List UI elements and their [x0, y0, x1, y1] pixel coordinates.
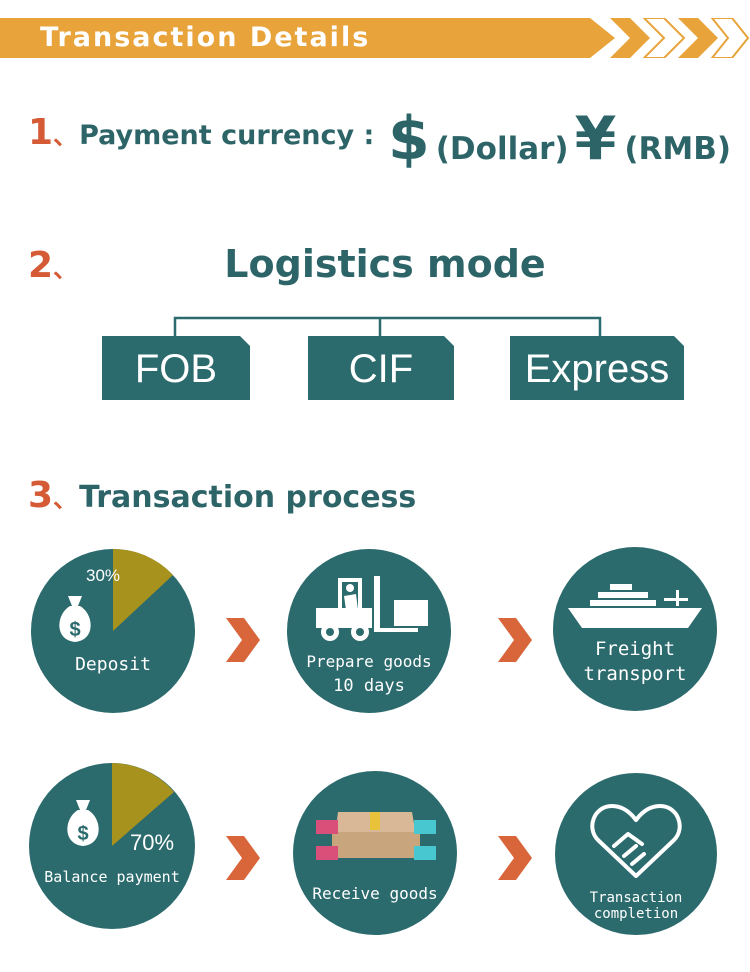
transaction-process-title: Transaction process — [79, 480, 417, 515]
deposit-percent: 30% — [86, 566, 121, 585]
logistics-connector-lines — [173, 316, 602, 337]
arrow-right-icon — [226, 836, 260, 880]
completion-label: Transaction — [589, 890, 683, 906]
section3-separator: 、 — [53, 485, 78, 513]
svg-text:$: $ — [69, 619, 80, 641]
arrow-right-icon — [498, 618, 532, 662]
prepare-goods-duration: 10 days — [333, 676, 405, 696]
freight-label: Freight — [594, 638, 676, 660]
logistics-mode-cif: CIF — [308, 336, 454, 400]
receive-goods-step — [293, 771, 457, 935]
arrow-right-icon — [226, 618, 260, 662]
page-title: Transaction Details — [40, 22, 371, 53]
ship-icon — [568, 584, 702, 628]
section3-heading: 3 、 Transaction process — [28, 475, 416, 516]
balance-pie-slice — [112, 763, 174, 846]
logistics-mode-fob: FOB — [102, 336, 250, 400]
deposit-pie-slice — [113, 548, 173, 631]
yuan-text: (RMB) — [624, 131, 732, 167]
currency-list: $ (Dollar) ¥ (RMB) — [388, 104, 731, 184]
deposit-label: Deposit — [75, 654, 151, 675]
package-hands-icon — [316, 812, 436, 860]
dollar-symbol: $ — [388, 104, 430, 174]
completion-label-line2: completion — [593, 906, 679, 922]
balance-payment-step: $ — [29, 763, 195, 929]
section1-heading: 1 、 Payment currency : — [28, 112, 374, 172]
section2-separator: 、 — [53, 255, 78, 283]
chevron-decoration-icon — [610, 18, 750, 58]
freight-transport-step — [553, 547, 717, 711]
transaction-completion-step — [555, 773, 717, 935]
prepare-goods-label: Prepare goods — [306, 652, 432, 671]
section1-separator: 、 — [53, 122, 78, 150]
arrow-right-icon — [498, 836, 532, 880]
money-bag-icon: $ — [59, 596, 91, 642]
forklift-icon — [316, 576, 428, 641]
balance-payment-label: Balance payment — [44, 868, 180, 886]
logistics-mode-express: Express — [510, 336, 684, 400]
yuan-symbol: ¥ — [574, 104, 617, 174]
payment-currency-label: Payment currency : — [79, 120, 375, 151]
section2-heading: 2 、 — [28, 245, 77, 286]
section3-number: 3 — [28, 475, 54, 516]
header-banner — [0, 18, 615, 58]
prepare-goods-step — [287, 549, 451, 713]
section2-number: 2 — [28, 245, 54, 286]
section1-number: 1 — [28, 112, 54, 153]
freight-label-line2: transport — [583, 663, 687, 685]
svg-text:$: $ — [77, 823, 88, 845]
money-bag-icon: $ — [67, 800, 99, 846]
deposit-step: $ — [31, 548, 195, 713]
dollar-text: (Dollar) — [435, 131, 569, 167]
receive-goods-label: Receive goods — [312, 884, 438, 903]
logistics-mode-title: Logistics mode — [224, 242, 546, 286]
balance-percent: 70% — [130, 830, 175, 855]
handshake-heart-icon — [590, 804, 682, 878]
